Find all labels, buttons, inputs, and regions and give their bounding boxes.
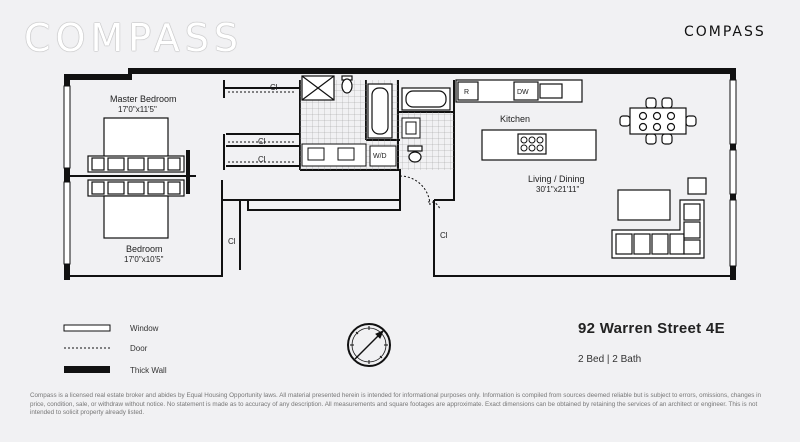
closet-label: Cl (270, 83, 278, 92)
kitchen-counters (455, 79, 597, 161)
dining-table (619, 97, 697, 145)
compass-logo: COMPASS (684, 24, 766, 40)
listing-address: 92 Warren Street 4E (578, 320, 725, 337)
legend-window-label: Window (130, 324, 159, 333)
bathtub-icon (401, 87, 451, 111)
second-bed (87, 179, 185, 239)
cooktop-burners (520, 136, 544, 152)
master-bed (87, 117, 185, 173)
door-swings (228, 91, 441, 211)
living-dining-label: Living / Dining (528, 174, 585, 184)
windows (63, 79, 737, 267)
dishwasher-label: DW (517, 89, 529, 96)
toilet-icon (341, 75, 353, 94)
living-dining-size: 30'1"x21'11" (536, 185, 579, 194)
washer-dryer-label: W/D (373, 153, 387, 160)
closet-label: Cl (258, 137, 266, 146)
bedroom-label: Bedroom (126, 244, 163, 254)
master-bedroom-label: Master Bedroom (110, 94, 177, 104)
master-bedroom-size: 17'0"x11'5" (118, 105, 157, 114)
north-compass-icon (347, 323, 391, 367)
living-room-furniture (611, 177, 707, 259)
legend-door-label: Door (130, 344, 148, 353)
legend-thick-wall-label: Thick Wall (130, 366, 167, 375)
legend-window-symbol (63, 324, 111, 332)
toilet-icon (407, 145, 423, 163)
listing-bed-bath: 2 Bed | 2 Bath (578, 354, 642, 365)
dividing-wall-stub (186, 150, 190, 194)
closet-label: Cl (258, 155, 266, 164)
legend-thick-wall-symbol (64, 366, 110, 373)
kitchen-label: Kitchen (500, 114, 530, 124)
legal-disclaimer: Compass is a licensed real estate broker… (30, 392, 762, 417)
closet-label: Cl (440, 231, 448, 240)
refrigerator-label: R (464, 89, 469, 96)
compass-watermark: COMPASS (24, 16, 243, 60)
shower-stall (301, 75, 335, 101)
vanity-sinks (301, 117, 421, 167)
closet-label: Cl (228, 237, 236, 246)
bedroom-size: 17'0"x10'5" (124, 255, 164, 264)
bathtub-icon (367, 83, 393, 139)
washer-dryer-unit (369, 145, 397, 167)
